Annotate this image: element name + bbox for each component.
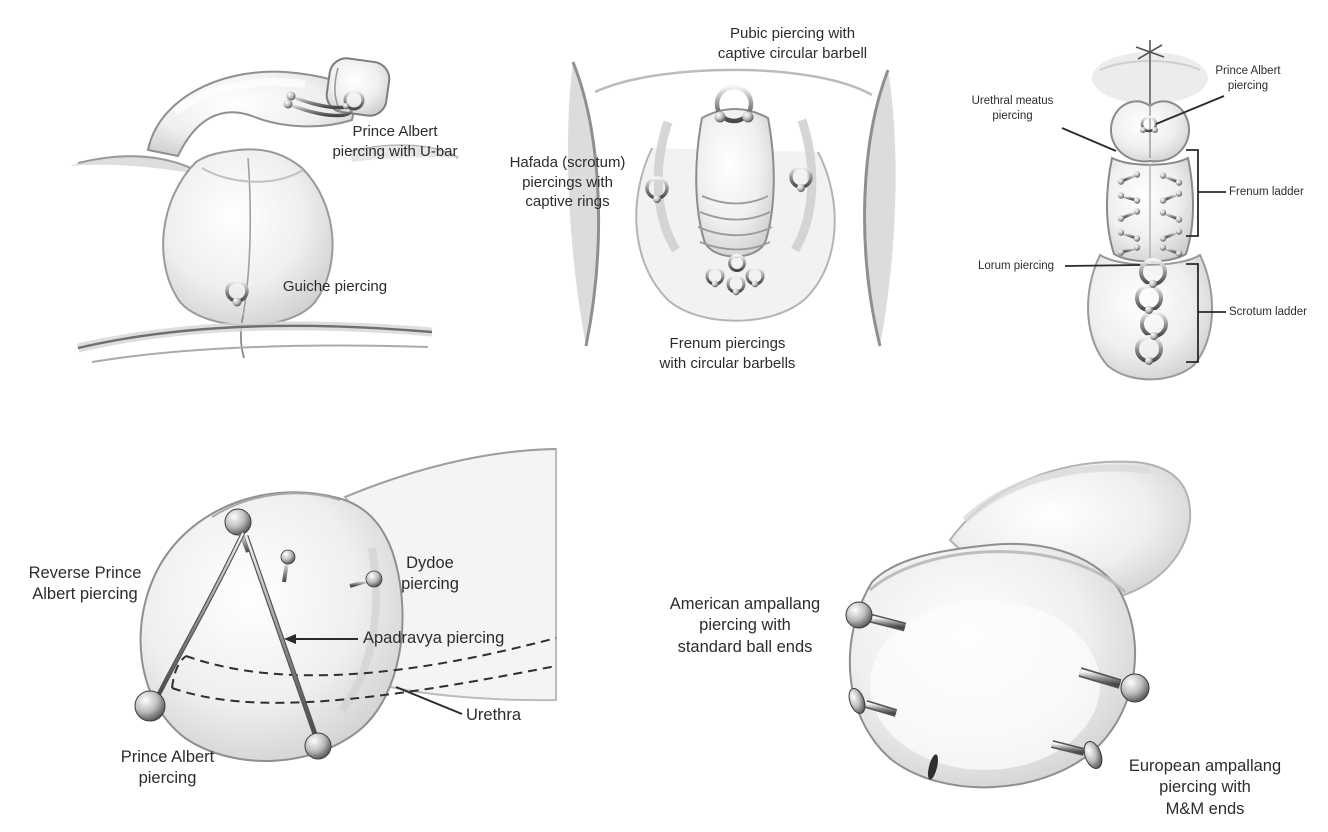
label-urethra: Urethra	[466, 706, 522, 724]
apadravya-jewelry	[243, 535, 332, 760]
label-prince-albert-bottom: Prince Albert piercing	[120, 748, 215, 788]
glans-side	[325, 57, 391, 117]
frenum-ladder-jewelry	[1117, 171, 1183, 257]
hafada-rings-jewelry	[645, 165, 813, 203]
prince-albert-u-bar-jewelry	[283, 89, 365, 118]
label-american-ampallang: American ampallang piercing with standar…	[669, 595, 821, 656]
label-prince-albert-top-right: Prince Albert piercing	[1215, 65, 1281, 92]
panel-frontal	[567, 61, 896, 347]
apadravya-arrowhead	[284, 634, 296, 644]
label-prince-albert-u-bar: Prince Albert piercing with U-bar	[332, 123, 458, 160]
panel-glans-side	[134, 447, 557, 762]
label-frenum-ladder: Frenum ladder	[1229, 186, 1304, 198]
european-ampallang-jewelry	[848, 688, 1103, 769]
label-scrotum-ladder: Scrotum ladder	[1229, 306, 1307, 318]
american-ampallang-jewelry	[845, 601, 1150, 703]
leader-lines-underside	[1061, 95, 1226, 363]
panel-ampallang	[845, 460, 1192, 789]
label-hafada: Hafada (scrotum) piercings with captive …	[509, 154, 626, 210]
prince-albert-jewelry	[134, 532, 246, 722]
pubic-circular-barbell-jewelry	[714, 84, 754, 124]
label-dydoe: Dydoe piercing	[401, 554, 459, 594]
panel-underside	[1061, 40, 1226, 381]
panel-flaccid-side	[70, 57, 459, 363]
label-reverse-prince-albert: Reverse Prince Albert piercing	[28, 564, 142, 604]
urethra-dashed-lines	[171, 637, 557, 704]
label-lorum: Lorum piercing	[978, 260, 1055, 272]
frenum-rings-jewelry	[705, 254, 765, 296]
label-frenum-piercings: Frenum piercings with circular barbells	[659, 335, 796, 372]
meatus-slit	[928, 754, 938, 780]
label-european-ampallang: European ampallang piercing with M&M end…	[1128, 757, 1282, 818]
label-pubic-piercing: Pubic piercing with captive circular bar…	[717, 25, 868, 62]
reverse-prince-albert-jewelry	[224, 508, 252, 553]
label-apadravya: Apadravya piercing	[363, 629, 505, 647]
guiche-ring-jewelry	[225, 279, 249, 307]
leader-lines-glans-side	[292, 638, 463, 715]
label-urethral-meatus: Urethral meatus piercing	[971, 95, 1054, 122]
label-guiche: Guiche piercing	[282, 278, 388, 295]
dydoe-jewelry	[280, 549, 383, 588]
